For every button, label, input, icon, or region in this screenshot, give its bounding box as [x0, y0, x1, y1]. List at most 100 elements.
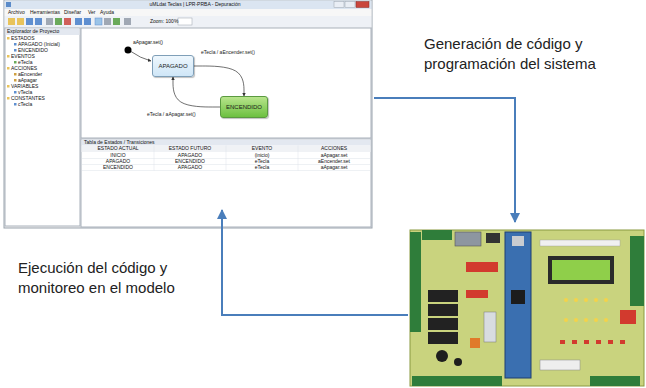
table-header: ACCIONES	[298, 146, 370, 152]
circuit-board	[584, 318, 588, 322]
circuit-board	[470, 338, 480, 348]
flow-arrow	[222, 210, 408, 315]
diagram-canvas	[131, 52, 151, 62]
diagram-canvas	[125, 47, 132, 54]
software-window	[334, 2, 344, 8]
transition-table	[81, 139, 371, 227]
project-panel	[14, 61, 17, 64]
circuit-board	[455, 232, 481, 246]
project-panel	[6, 29, 80, 36]
transition-label: eTecla / aApagar.set()	[146, 112, 197, 118]
toolbar-icons	[84, 18, 91, 25]
table-cell: aApagar.set	[298, 165, 370, 171]
panel-header: Explorador de Proyecto	[7, 29, 59, 35]
project-panel	[7, 37, 10, 40]
circuit-board	[466, 290, 488, 298]
annotation: Generación de código y programación del …	[424, 34, 639, 73]
project-panel	[14, 73, 17, 76]
menu-item: Diseñar	[64, 10, 81, 16]
state-box: APAGADO	[152, 55, 194, 77]
circuit-board	[436, 350, 448, 362]
transition-table	[298, 146, 299, 171]
tree-item: aApagar	[18, 78, 37, 84]
circuit-board	[428, 332, 458, 344]
circuit-board	[594, 298, 598, 302]
toolbar-icons	[26, 18, 33, 25]
circuit-board	[410, 232, 421, 332]
project-panel	[7, 97, 10, 100]
circuit-board	[572, 340, 577, 344]
circuit-board	[412, 376, 502, 386]
transition-arrow	[173, 77, 220, 107]
circuit-board	[540, 360, 580, 370]
tree-item: vTecla	[18, 90, 32, 96]
circuit-board	[505, 232, 531, 378]
transition-label: eTecla / aEncender.set()	[200, 50, 256, 56]
state-box: ENCENDIDO	[220, 96, 268, 118]
tree-item: aEncender	[18, 72, 42, 78]
menu-item: Archivo	[8, 10, 25, 16]
toolbar-icons	[178, 18, 192, 25]
project-panel	[7, 85, 10, 88]
software-window	[4, 0, 372, 228]
toolbar-icons	[113, 18, 120, 25]
table-cell: APAGADO	[154, 153, 226, 159]
toolbar-icons	[8, 18, 15, 25]
circuit-board	[552, 260, 610, 280]
annotation: Ejecución del código y monitoreo en el m…	[18, 258, 213, 297]
menu-item: Ver	[88, 10, 96, 16]
circuit-board	[608, 340, 613, 344]
circuit-board	[564, 298, 568, 302]
circuit-board	[584, 340, 589, 344]
transition-table	[154, 146, 155, 171]
circuit-board	[596, 340, 601, 344]
project-panel	[7, 67, 10, 70]
circuit-board	[574, 318, 578, 322]
circuit-board	[428, 290, 458, 302]
circuit-board	[422, 230, 452, 240]
tree-item: CONSTANTES	[11, 96, 45, 102]
circuit-board	[574, 298, 578, 302]
software-window	[5, 9, 372, 16]
circuit-board	[604, 318, 608, 322]
state-name: APAGADO	[158, 63, 187, 70]
toolbar-icons	[124, 18, 131, 25]
table-cell: ENCENDIDO	[154, 159, 226, 165]
software-window	[4, 0, 372, 228]
circuit-board	[590, 376, 640, 386]
table-header: EVENTO	[226, 146, 298, 152]
software-window	[6, 2, 11, 7]
transition-table	[82, 140, 371, 146]
zoom-field: Zoom: 100%	[150, 19, 178, 25]
panel-header: Tabla de Estados / Transiciones	[84, 140, 155, 146]
project-panel	[5, 28, 80, 226]
circuit-board	[410, 230, 644, 386]
circuit-board	[564, 318, 568, 322]
project-panel	[14, 79, 17, 82]
menu-item: Herramientas	[30, 10, 60, 16]
tree-item: ACCIONES	[11, 66, 37, 72]
circuit-board	[511, 290, 525, 304]
project-panel	[5, 28, 80, 226]
circuit-board	[454, 358, 462, 366]
table-cell: aEncender.set	[298, 159, 370, 165]
toolbar-icons	[104, 18, 111, 25]
window-title: uMLdat Teclas | LPR-PRBA - Depuración	[120, 2, 270, 8]
table-cell: APAGADO	[82, 159, 154, 165]
table-cell: (inicio)	[226, 153, 298, 159]
software-window	[5, 1, 372, 10]
table-header: ESTADO FUTURO	[154, 146, 226, 152]
state-name: ENCENDIDO	[226, 104, 262, 111]
toolbar-icons	[55, 18, 62, 25]
table-cell: aApagar.set	[298, 153, 370, 159]
software-window	[5, 16, 372, 28]
project-panel	[14, 49, 17, 52]
transition-table	[81, 139, 371, 227]
toolbar-icons	[64, 18, 71, 25]
tree-item: eTecla	[18, 60, 32, 66]
circuit-board	[428, 318, 458, 330]
project-panel	[7, 55, 10, 58]
circuit-board	[560, 340, 625, 344]
